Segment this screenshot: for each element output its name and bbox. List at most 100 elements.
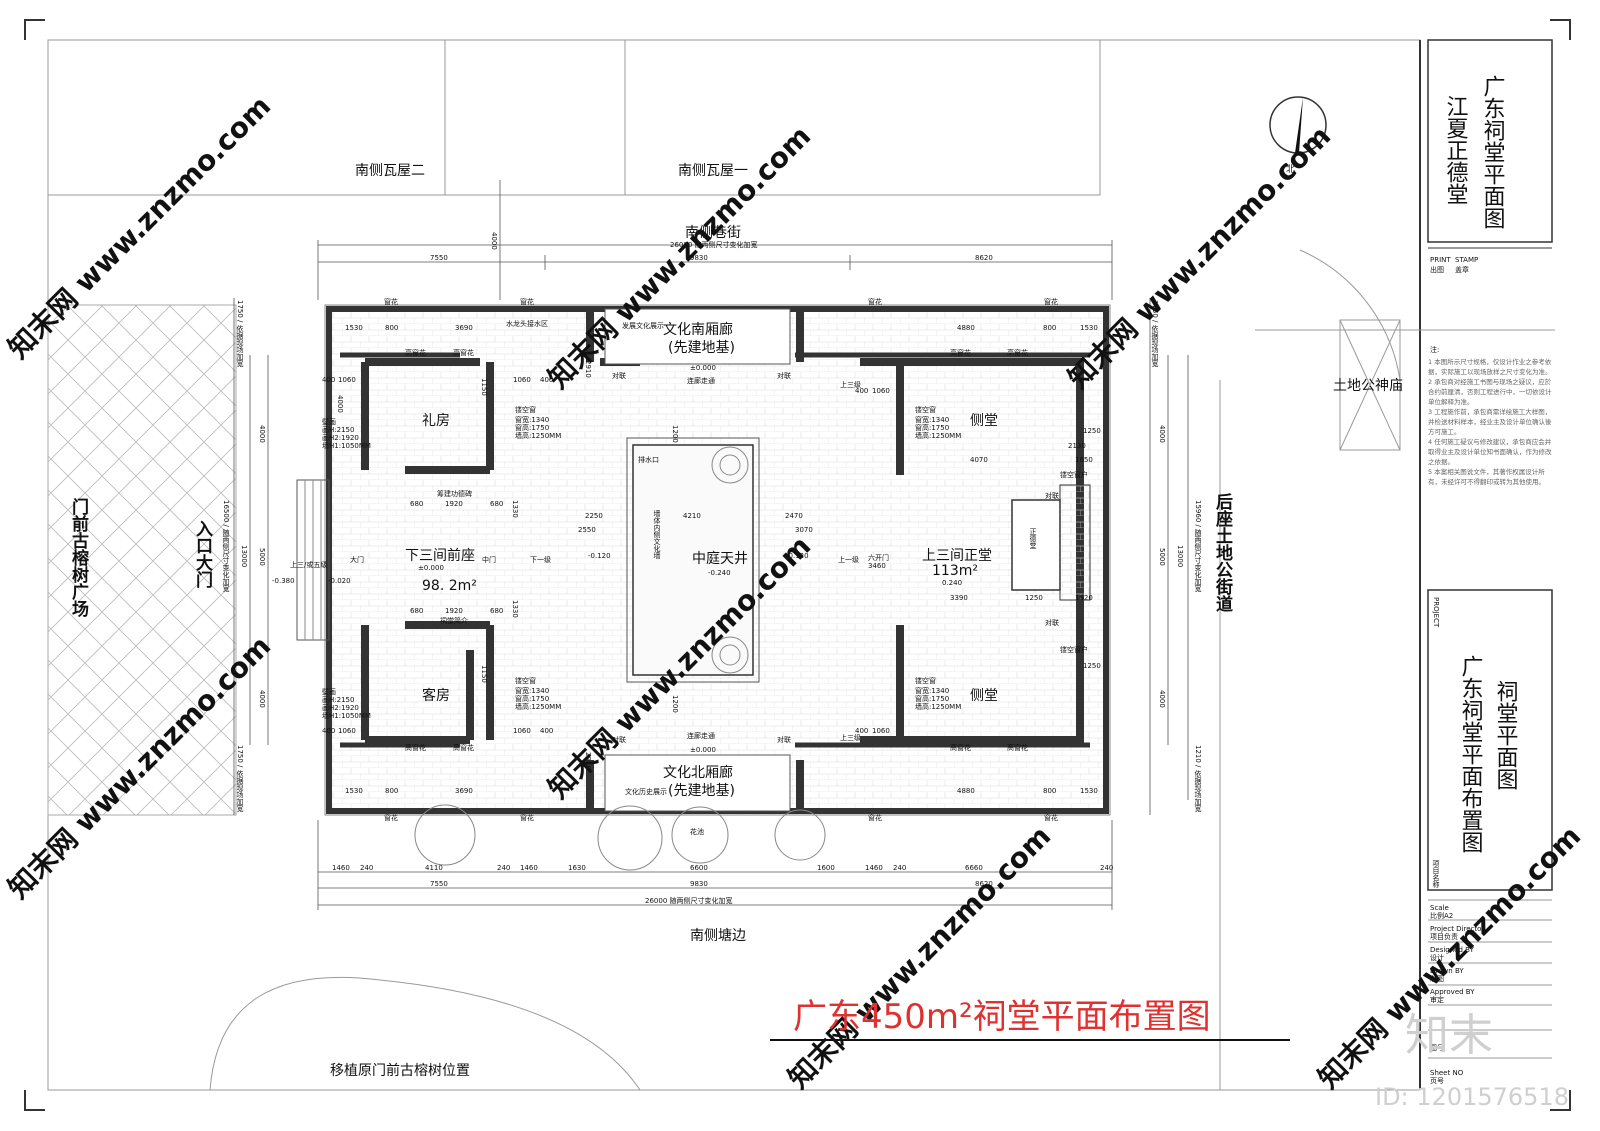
watermark-text: 知末网 www.znzmo.com xyxy=(1062,119,1338,395)
dim-side-12: 2910 xyxy=(584,360,592,378)
tb-sheet-no: Sheet NO xyxy=(1430,1069,1464,1077)
high-window-label: 高窗花 xyxy=(453,348,474,357)
tb-project-name-1: 广东祠堂平面布置图 xyxy=(1458,655,1484,853)
dev-display-label: 发展文化展示 xyxy=(622,321,664,330)
dim-side-6: 2130 xyxy=(1068,442,1086,450)
hist-display-label: 文化历史展示 xyxy=(625,787,667,796)
dimension-lines xyxy=(233,180,1189,910)
connect-corridor-label: 连廊走通 xyxy=(687,731,715,740)
mid-door-label: 中门 xyxy=(482,555,496,564)
walls xyxy=(326,306,1109,814)
dim-v-outer-total: 16500 / 随两侧尺寸变化加宽 xyxy=(222,500,230,593)
dim-b1-4: 1460 xyxy=(520,864,538,872)
dim-b1-2: 4110 xyxy=(425,864,443,872)
screen-win-label: 镂空窗户 xyxy=(1060,645,1088,654)
win-spec-3: 墙高:1250MM xyxy=(915,702,961,711)
dim-side-12b: 2910 xyxy=(584,752,592,770)
dim-b1-7: 1600 xyxy=(817,864,835,872)
dim-b1-8: 1460 xyxy=(865,864,883,872)
dim-side-0f: 1060 xyxy=(872,727,890,735)
tb-project-top-2: 广东祠堂平面图 xyxy=(1480,75,1506,229)
tb-approved-cn: 审定 xyxy=(1430,995,1444,1004)
earth-god-temple-label: 土地公神庙 xyxy=(1333,378,1403,394)
dim-bottom-d6: 1530 xyxy=(1080,787,1098,795)
drawing-title: 广东450m²祠堂平面布置图 xyxy=(793,997,1211,1037)
north-corridor-box xyxy=(604,754,791,812)
down-1-label: 下一级 xyxy=(530,555,551,564)
dim-side-9: 3390 xyxy=(950,594,968,602)
dim-b1-5: 1630 xyxy=(568,864,586,872)
north-arrow-icon xyxy=(1269,96,1327,154)
couplet-label: 对联 xyxy=(1045,491,1059,500)
screen-win2-label: 镂空窗 xyxy=(515,405,536,414)
dim-side-3: 1920 xyxy=(445,500,463,508)
window-flower-label: 窗花 xyxy=(520,813,534,822)
tb-approved: Approved BY xyxy=(1430,988,1475,996)
dim-bottom-d1: 1530 xyxy=(345,787,363,795)
tb-sheet: 图号 xyxy=(1430,1044,1444,1052)
dim-v-right-1: 4000 xyxy=(1158,425,1166,443)
up-3-label: 上三级 xyxy=(840,733,861,742)
tb-project-name-cn: 项目名称 xyxy=(1432,860,1440,889)
tb-project-top-1: 江夏正德堂 xyxy=(1443,95,1469,205)
door-number-label: 3460 xyxy=(868,562,886,570)
dim-b1-1: 240 xyxy=(360,864,373,872)
mural-spec-4: 墙H1:1050MM xyxy=(322,711,371,720)
dim-b1-11: 240 xyxy=(1100,864,1113,872)
high-window-label: 高窗花 xyxy=(405,743,426,752)
front-hall-area: 98. 2m² xyxy=(422,578,477,594)
tb-director-cn: 项目负责 xyxy=(1430,932,1458,941)
tb-scale: Scale xyxy=(1430,904,1449,912)
dim-top-1: 7550 xyxy=(430,254,448,262)
crop-marks xyxy=(24,19,1571,1111)
title-block-frames xyxy=(1427,39,1553,1059)
window-flower-label: 窗花 xyxy=(868,813,882,822)
tb-sheet-no-cn: 页号 xyxy=(1430,1077,1444,1085)
dim-side-7: 1650 xyxy=(1075,456,1093,464)
dim-v-right-13: 13000 xyxy=(1176,545,1184,567)
mural-spec-2: 画H:2150 xyxy=(322,696,354,704)
dim-side-11: 1200 xyxy=(671,425,679,443)
dim-side-13: 1330 xyxy=(511,500,519,518)
south-corridor-label: 文化南厢廊 xyxy=(663,321,733,338)
window-flower-label: 窗花 xyxy=(868,297,882,306)
dim-side-14: 4000 xyxy=(336,395,344,413)
dim-side-4d: 680 xyxy=(490,607,503,615)
level-a-label: -0.380 xyxy=(272,577,295,585)
window-flower-label: 窗花 xyxy=(1044,297,1058,306)
high-window-label: 高窗花 xyxy=(453,743,474,752)
dim-bottom-d5: 800 xyxy=(1043,787,1056,795)
dim-v-left-1: 4000 xyxy=(258,425,266,443)
dim-side-1d: 400 xyxy=(322,727,335,735)
tb-project: PROJECT xyxy=(1432,597,1440,628)
win-spec-2: 窗高:1750 xyxy=(915,694,949,703)
dim-b1-0: 1460 xyxy=(332,864,350,872)
dim-side-0e: 1060 xyxy=(513,727,531,735)
high-window-label: 高窗花 xyxy=(950,348,971,357)
tb-drawn-cn: 制图 xyxy=(1430,974,1444,983)
steps-label: 上三/或五级 xyxy=(290,560,327,569)
dim-v-left-2: 5000 xyxy=(258,548,266,566)
back-road-label: 后座土地公街道 xyxy=(1212,493,1234,612)
tb-print: PRINT xyxy=(1430,256,1451,264)
site-context xyxy=(48,40,1555,1091)
dim-side-11b: 1200 xyxy=(671,695,679,713)
high-window-label: 高窗花 xyxy=(1007,348,1028,357)
mural-spec-1: 壁画 xyxy=(322,687,336,696)
couplet-label: 对联 xyxy=(612,371,626,380)
dim-side-4c: 680 xyxy=(410,607,423,615)
win-spec-1: 窗宽:1340 xyxy=(515,686,549,695)
win-spec-1: 窗宽:1340 xyxy=(515,415,549,424)
dim-top-d5: 800 xyxy=(1043,324,1056,332)
dim-v-right-2: 5000 xyxy=(1158,548,1166,566)
north-corridor-label: 文化北厢廊 xyxy=(663,764,733,781)
south-house-2-label: 南侧瓦屋二 xyxy=(355,163,425,179)
tb-scale-val: 比例A2 xyxy=(1430,911,1453,920)
door-main-label: 大门 xyxy=(350,555,364,564)
tb-notes-title: 注: xyxy=(1430,345,1439,354)
entrance-label: 入口大门 xyxy=(192,520,213,589)
dim-side-0c: 1060 xyxy=(872,387,890,395)
hall-intro-label: 祠堂简介 xyxy=(440,616,468,625)
dim-top-d1: 1530 xyxy=(345,324,363,332)
